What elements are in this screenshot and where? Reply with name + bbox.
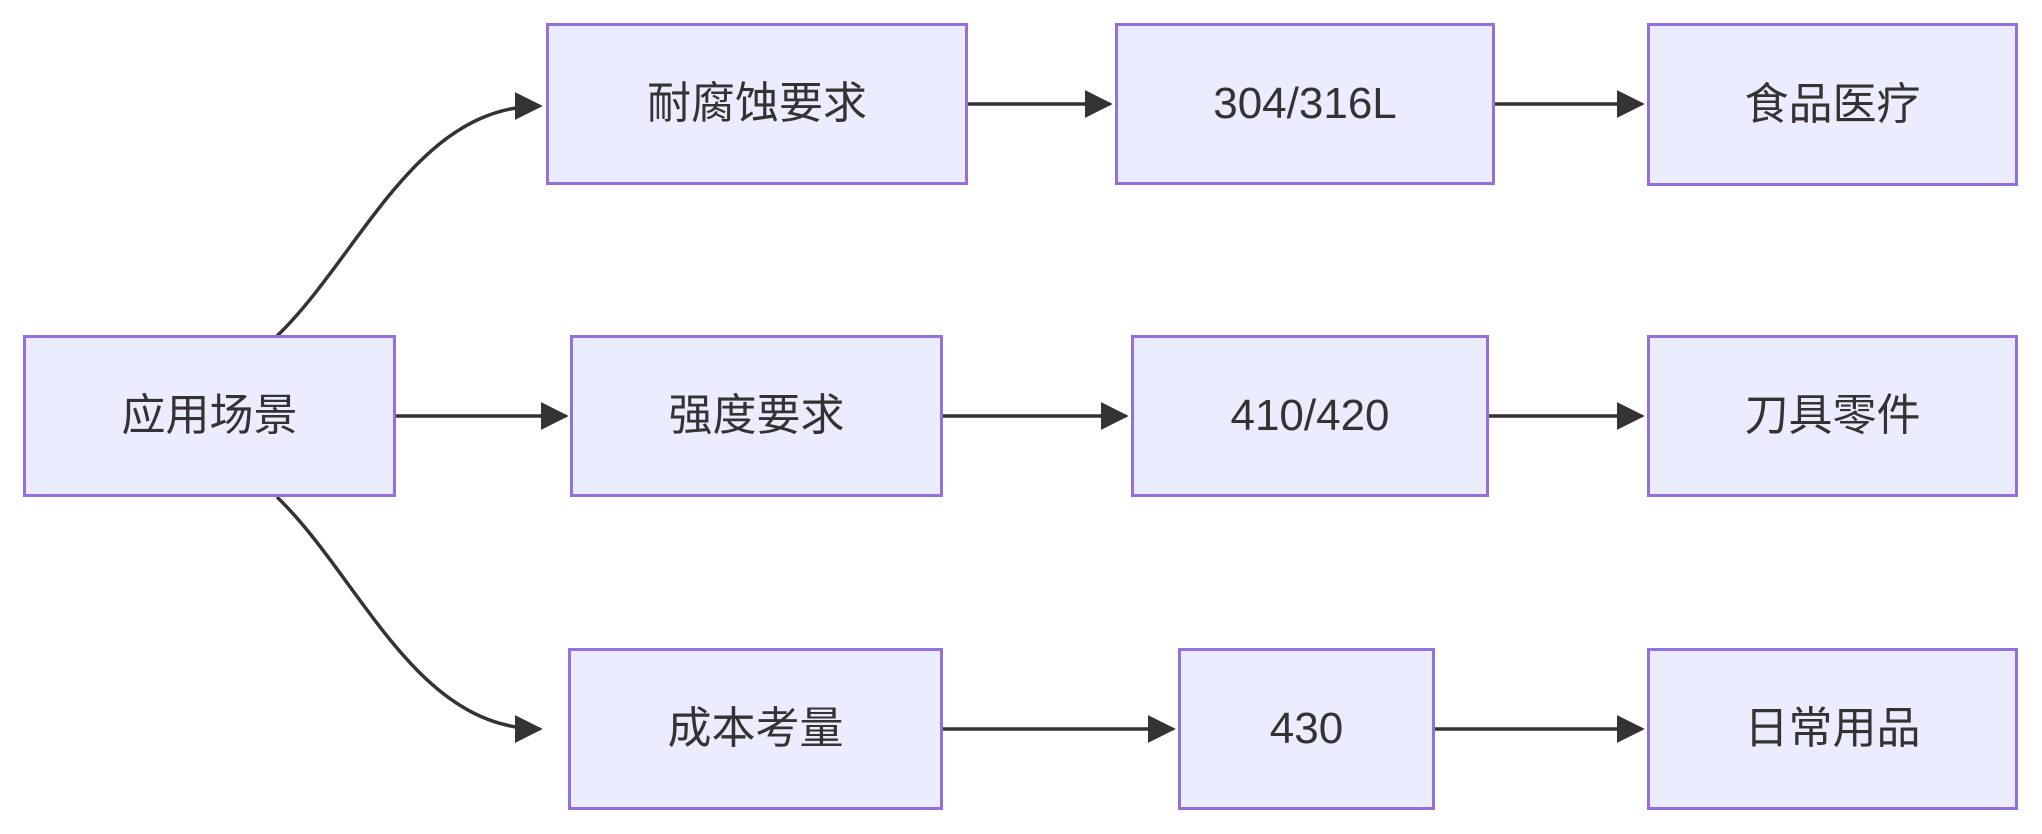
edge-root-to-criterion-1	[275, 92, 543, 338]
node-label: 410/420	[1230, 391, 1390, 440]
node-grade-430: 430	[1178, 648, 1435, 810]
node-grade-410-420: 410/420	[1131, 335, 1489, 497]
node-label: 430	[1269, 704, 1344, 753]
node-root-application-scenario: 应用场景	[23, 335, 396, 497]
node-application-daily-goods: 日常用品	[1647, 648, 2018, 810]
node-label: 日常用品	[1744, 704, 1921, 753]
node-label: 刀具零件	[1744, 391, 1921, 440]
node-criterion-strength-requirement: 强度要求	[570, 335, 943, 497]
node-label: 强度要求	[668, 391, 845, 440]
node-application-knife-parts: 刀具零件	[1647, 335, 2018, 497]
node-criterion-cost-consideration: 成本考量	[568, 648, 943, 810]
edge-root-to-criterion-3	[275, 495, 543, 743]
node-label: 耐腐蚀要求	[647, 79, 867, 128]
node-label: 应用场景	[121, 391, 298, 440]
node-label: 304/316L	[1213, 79, 1397, 128]
node-grade-304-316l: 304/316L	[1115, 23, 1495, 185]
node-application-food-medical: 食品医疗	[1647, 23, 2018, 186]
node-criterion-corrosion-resistance: 耐腐蚀要求	[546, 23, 968, 185]
node-label: 成本考量	[667, 704, 844, 753]
node-label: 食品医疗	[1744, 79, 1921, 129]
